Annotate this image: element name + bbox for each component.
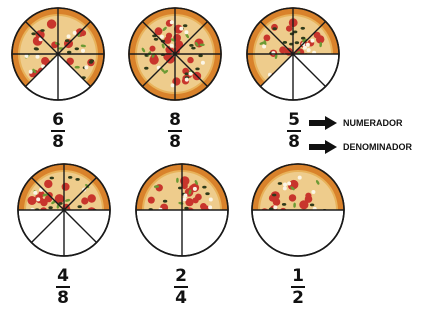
numerator-label: NUMERADOR xyxy=(343,118,403,128)
fraction-2-4: 2 4 xyxy=(166,268,196,307)
fraction-numerator: 5 xyxy=(288,112,300,129)
pizza-6-of-8 xyxy=(8,4,108,104)
right-arrow-icon xyxy=(309,140,337,154)
fraction-denominator: 8 xyxy=(52,134,64,151)
fraction-6-8: 6 8 xyxy=(43,112,73,151)
fraction-5-8: 5 8 xyxy=(279,112,309,151)
fraction-numerator: 4 xyxy=(57,268,69,285)
pizza-8-of-8 xyxy=(125,4,225,104)
pizza-2-of-4 xyxy=(132,160,232,260)
pizza-5-of-8 xyxy=(243,4,343,104)
pizza-4-of-8 xyxy=(14,160,114,260)
fraction-1-2: 1 2 xyxy=(283,268,313,307)
fraction-denominator: 8 xyxy=(57,290,69,307)
fraction-8-8: 8 8 xyxy=(160,112,190,151)
fraction-numerator: 6 xyxy=(52,112,64,129)
fraction-4-8: 4 8 xyxy=(48,268,78,307)
fraction-denominator: 2 xyxy=(292,290,304,307)
right-arrow-icon xyxy=(309,116,337,130)
pizza-1-of-2 xyxy=(248,160,348,260)
denominator-label: DENOMINADOR xyxy=(343,142,412,152)
denominator-pointer: DENOMINADOR xyxy=(309,140,412,154)
fraction-numerator: 2 xyxy=(175,268,187,285)
fraction-denominator: 8 xyxy=(169,134,181,151)
fraction-numerator: 1 xyxy=(292,268,304,285)
fraction-denominator: 4 xyxy=(175,290,187,307)
numerator-pointer: NUMERADOR xyxy=(309,116,403,130)
fraction-denominator: 8 xyxy=(288,134,300,151)
fraction-numerator: 8 xyxy=(169,112,181,129)
